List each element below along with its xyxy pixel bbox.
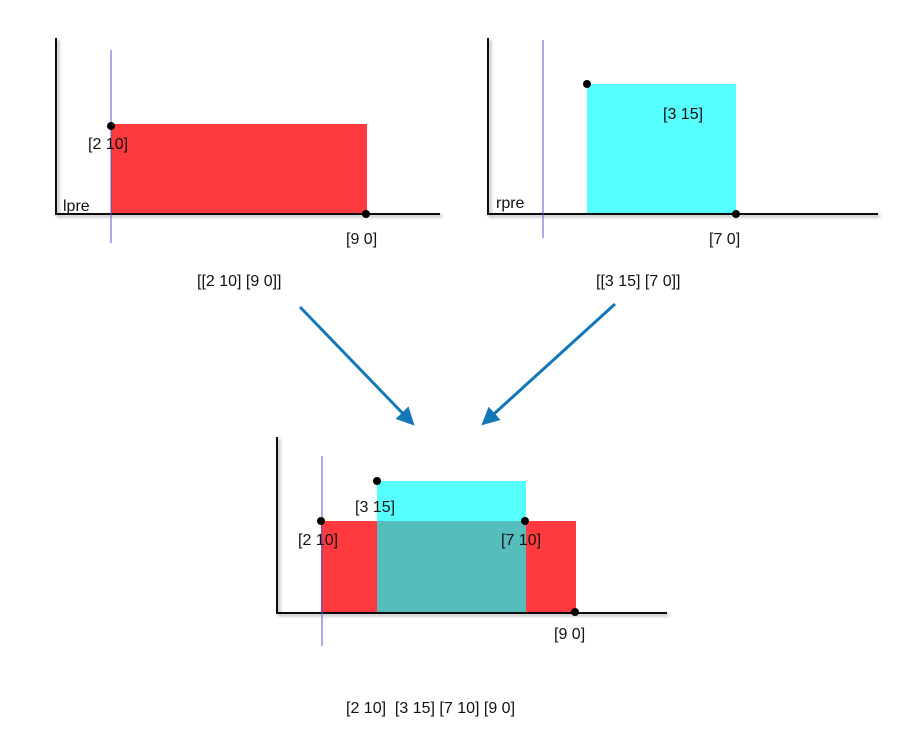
right-point-a bbox=[583, 80, 591, 88]
merged-point-c-label: [7 10] bbox=[501, 532, 541, 549]
merged-axes bbox=[276, 437, 667, 614]
merged-point-a bbox=[317, 517, 325, 525]
left-point-a-label: [2 10] bbox=[88, 136, 128, 153]
arrow-right-to-merged bbox=[481, 302, 617, 426]
left-red-bar bbox=[111, 124, 367, 214]
right-point-b-label: [7 0] bbox=[709, 231, 740, 248]
right-panel: rpre [3 15] [7 0] [[3 15] [7 0]] bbox=[487, 38, 878, 290]
left-point-b bbox=[362, 210, 370, 218]
right-caption: [[3 15] [7 0]] bbox=[596, 273, 681, 290]
merged-caption: [2 10] [3 15] [7 10] [9 0] bbox=[346, 700, 515, 717]
arrow-left-to-merged bbox=[298, 305, 415, 426]
merged-point-c bbox=[521, 517, 529, 525]
merged-point-b-label: [3 15] bbox=[355, 499, 395, 516]
merged-point-b bbox=[373, 477, 381, 485]
merged-overlap-region bbox=[377, 521, 526, 613]
right-point-b bbox=[732, 210, 740, 218]
left-axes bbox=[55, 38, 440, 215]
left-caption: [[2 10] [9 0]] bbox=[197, 273, 282, 290]
right-axis-label: rpre bbox=[496, 195, 525, 212]
merged-point-d-label: [9 0] bbox=[554, 626, 585, 643]
right-cyan-bar bbox=[587, 84, 736, 214]
left-point-a bbox=[107, 122, 115, 130]
left-point-b-label: [9 0] bbox=[346, 231, 377, 248]
right-point-a-label: [3 15] bbox=[663, 106, 703, 123]
merged-point-a-label: [2 10] bbox=[298, 532, 338, 549]
left-axis-label: lpre bbox=[63, 198, 90, 215]
merged-cyan-bar bbox=[377, 481, 526, 521]
left-panel: lpre [2 10] [9 0] [[2 10] [9 0]] bbox=[55, 38, 440, 290]
merged-point-d bbox=[571, 608, 579, 616]
right-axes bbox=[487, 38, 878, 215]
merged-panel: [2 10] [3 15] [7 10] [9 0] [2 10] [3 15]… bbox=[276, 437, 667, 717]
